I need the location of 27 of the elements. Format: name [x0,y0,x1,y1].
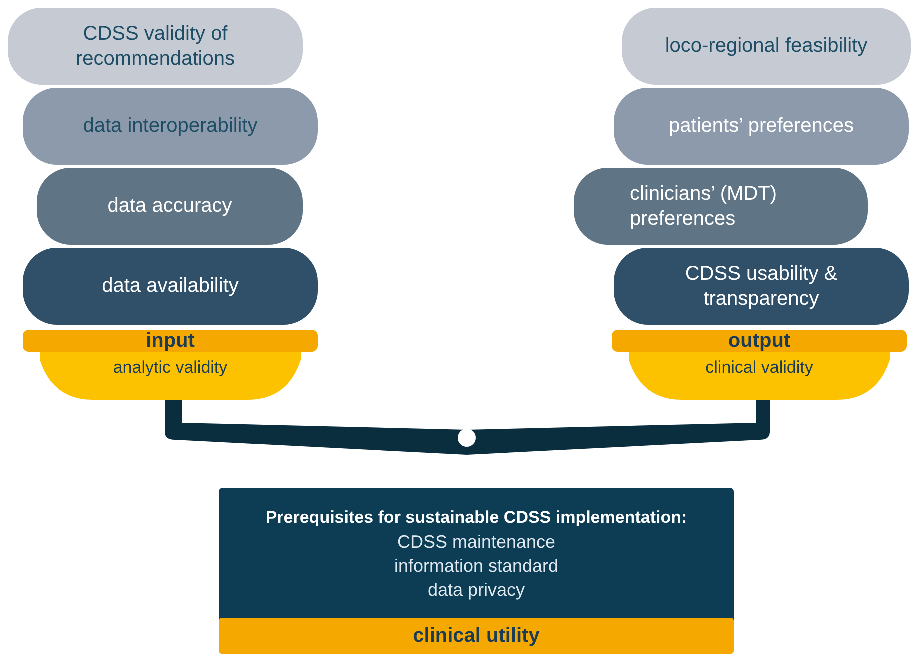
panel-item: data privacy [428,579,526,602]
box-label: data availability [102,274,239,299]
pan-heading: output [728,329,791,354]
utility-band [219,618,734,654]
rounded-box [23,88,318,165]
rounded-box [622,8,911,85]
box-label: CDSS usability & transparency [684,262,839,312]
panel-item: CDSS maintenance [397,531,556,554]
rounded-box [8,8,303,85]
box-label: CDSS validity of recommendations [75,22,236,72]
box-label: patients’ preferences [669,114,854,139]
box-label: loco-regional feasibility [665,34,868,59]
box-label: clinicians’ (MDT) preferences [629,182,778,232]
rounded-box [614,88,909,165]
panel-item: information standard [394,555,559,578]
box-label: data accuracy [108,194,232,219]
pan-heading: input [146,329,195,354]
info-panel [219,488,734,654]
band-label: clinical utility [413,624,540,648]
rounded-box [37,168,303,245]
box-label: data interoperability [83,114,258,139]
rounded-box [574,168,868,245]
pan-label: analytic validity [113,357,228,378]
rounded-box [23,248,318,325]
pan-label: clinical validity [706,357,814,378]
panel-heading: Prerequisites for sustainable CDSS implementation: [266,507,688,529]
rounded-box [614,248,909,325]
